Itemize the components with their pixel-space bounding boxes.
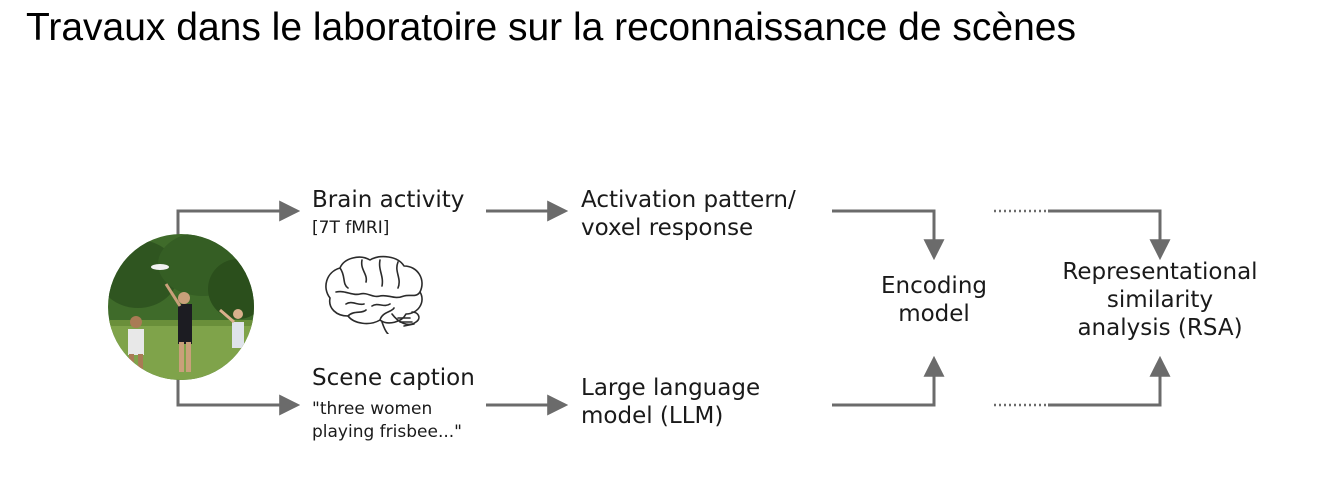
encoding-line2: model (898, 301, 970, 328)
llm-line2: model (LLM) (581, 403, 724, 430)
arrow-llm-to-encoding (832, 355, 945, 407)
llm-line1: Large language (581, 375, 761, 401)
activation-line2: voxel response (581, 215, 754, 242)
brain-icon (318, 252, 430, 338)
brain-activity-title: Brain activity (312, 187, 465, 213)
arrow-activation-to-encoding (832, 209, 945, 261)
rsa-label: Representational similarity analysis (RS… (1044, 258, 1276, 342)
arrow-to-rsa-top (1048, 209, 1171, 261)
scene-photo-icon (108, 234, 254, 380)
encoding-model-label: Encoding model (866, 272, 1002, 328)
llm-label: Large language model (LLM) (581, 374, 760, 430)
scene-caption-line1: "three women (312, 399, 433, 419)
activation-line1: Activation pattern/ (581, 187, 796, 213)
rsa-line1: Representational (1062, 259, 1258, 285)
scene-caption-text: "three women playing frisbee..." (312, 398, 462, 444)
arrow-to-rsa-bottom (1048, 355, 1171, 407)
brain-activity-subtitle: [7T fMRI] (312, 218, 390, 238)
scene-caption-line2: playing frisbee..." (312, 421, 462, 442)
slide-title: Travaux dans le laboratoire sur la recon… (26, 6, 1076, 49)
scene-caption-title: Scene caption (312, 365, 475, 391)
activation-pattern-label: Activation pattern/ voxel response (581, 186, 796, 242)
rsa-line3: analysis (RSA) (1077, 315, 1243, 342)
encoding-line1: Encoding (881, 273, 987, 299)
rsa-line2: similarity (1106, 287, 1214, 314)
